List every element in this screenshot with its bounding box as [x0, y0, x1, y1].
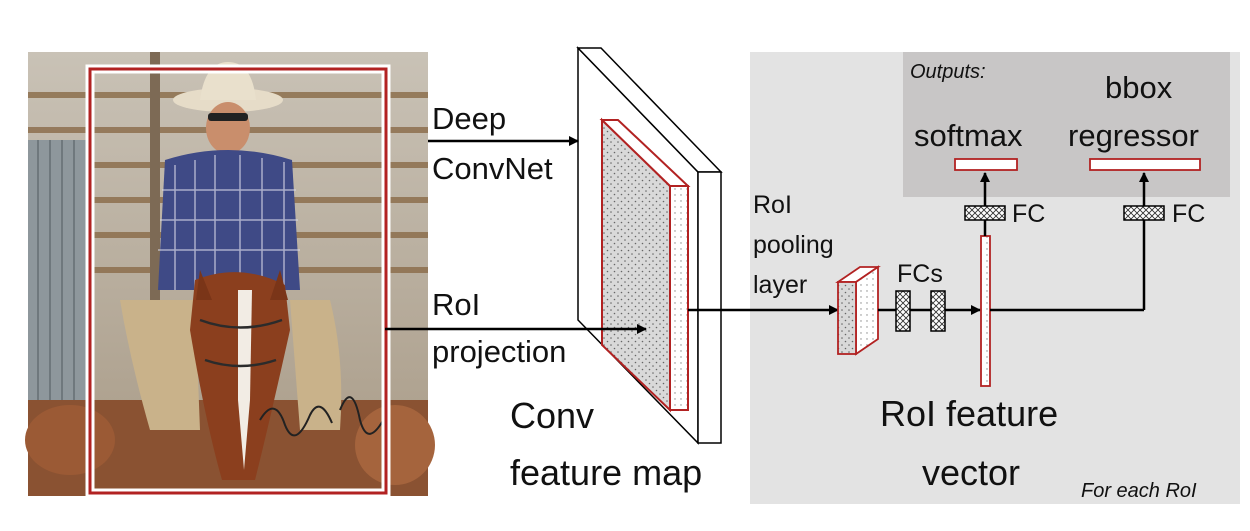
deep-convnet-label-line2: ConvNet — [432, 151, 553, 186]
input-photo — [25, 52, 435, 498]
roi-pooling-label-line1: RoI — [753, 191, 792, 219]
conv-feature-map — [576, 46, 723, 445]
fc-bbox-layer — [1123, 205, 1165, 221]
softmax-label: softmax — [914, 118, 1023, 153]
fc-layer-2 — [930, 290, 946, 332]
roi-pooling-label-line2: pooling — [753, 231, 834, 259]
photo-signature — [259, 396, 387, 437]
roi-feature-vector-label-line1: RoI feature — [880, 393, 1059, 434]
outputs-panel — [903, 52, 1230, 197]
bbox-label-line1: bbox — [1105, 70, 1173, 105]
roi-pooling-block — [835, 265, 881, 356]
outputs-label: Outputs: — [910, 61, 986, 83]
roi-feature-vector-label-line2: vector — [922, 452, 1021, 493]
roi-pooling-label-line3: layer — [753, 271, 808, 299]
roi-box — [88, 67, 388, 495]
deep-convnet-label-line1: Deep — [432, 101, 507, 136]
bbox-label-line2: regressor — [1068, 118, 1199, 153]
roi-feature-vector — [980, 235, 991, 387]
fc-softmax-label: FC — [1012, 200, 1046, 228]
conv-feature-map-label-line1: Conv — [510, 395, 595, 436]
softmax-output — [954, 158, 1018, 171]
projected-roi — [599, 117, 691, 413]
fc-softmax-layer — [964, 205, 1006, 221]
roi-projection-label-line1: RoI — [432, 287, 481, 322]
roi-projection-label-line2: projection — [432, 334, 567, 369]
conv-feature-map-label-line2: feature map — [510, 452, 703, 493]
for-each-roi-label: For each RoI — [1081, 480, 1197, 502]
fc-layer-1 — [895, 290, 911, 332]
rider-face — [206, 102, 250, 154]
fc-bbox-label: FC — [1172, 200, 1206, 228]
bbox-output — [1089, 158, 1201, 171]
fcs-label: FCs — [897, 260, 943, 288]
